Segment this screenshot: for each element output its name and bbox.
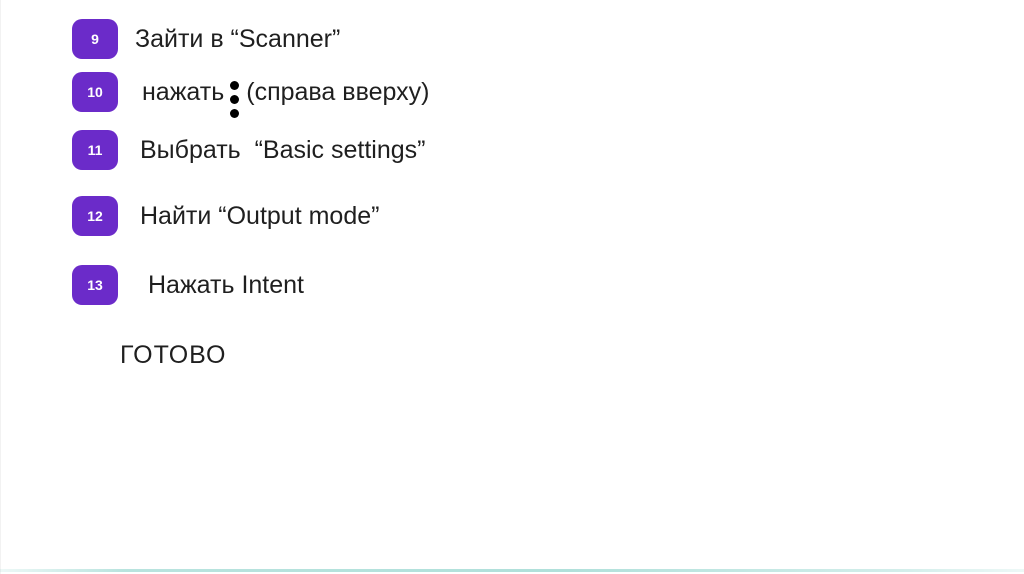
step-text: Выбрать “Basic settings” bbox=[140, 136, 426, 164]
step-row-13: 13 Нажать Intent bbox=[72, 265, 304, 305]
step-number: 12 bbox=[87, 208, 103, 224]
step-number-badge: 12 bbox=[72, 196, 118, 236]
step-row-10: 10 нажать (справа вверху) bbox=[72, 72, 430, 118]
step-row-9: 9 Зайти в “Scanner” bbox=[72, 19, 340, 59]
step-number: 10 bbox=[87, 84, 103, 100]
bottom-accent-line bbox=[0, 569, 1024, 572]
step-number-badge: 13 bbox=[72, 265, 118, 305]
step-row-12: 12 Найти “Output mode” bbox=[72, 196, 379, 236]
step-number: 13 bbox=[87, 277, 103, 293]
step-row-11: 11 Выбрать “Basic settings” bbox=[72, 130, 425, 170]
kebab-menu-icon bbox=[230, 80, 240, 118]
step-number: 9 bbox=[91, 31, 99, 47]
step-number-badge: 9 bbox=[72, 19, 118, 59]
step-text: нажать bbox=[142, 78, 225, 106]
step-number: 11 bbox=[87, 142, 103, 158]
done-label: ГОТОВО bbox=[120, 341, 227, 369]
step-text: (справа вверху) bbox=[246, 78, 430, 106]
step-number-badge: 11 bbox=[72, 130, 118, 170]
step-number-badge: 10 bbox=[72, 72, 118, 112]
step-text: Нажать Intent bbox=[148, 271, 305, 299]
step-text: Найти “Output mode” bbox=[140, 202, 380, 230]
step-text: Зайти в “Scanner” bbox=[135, 25, 341, 53]
